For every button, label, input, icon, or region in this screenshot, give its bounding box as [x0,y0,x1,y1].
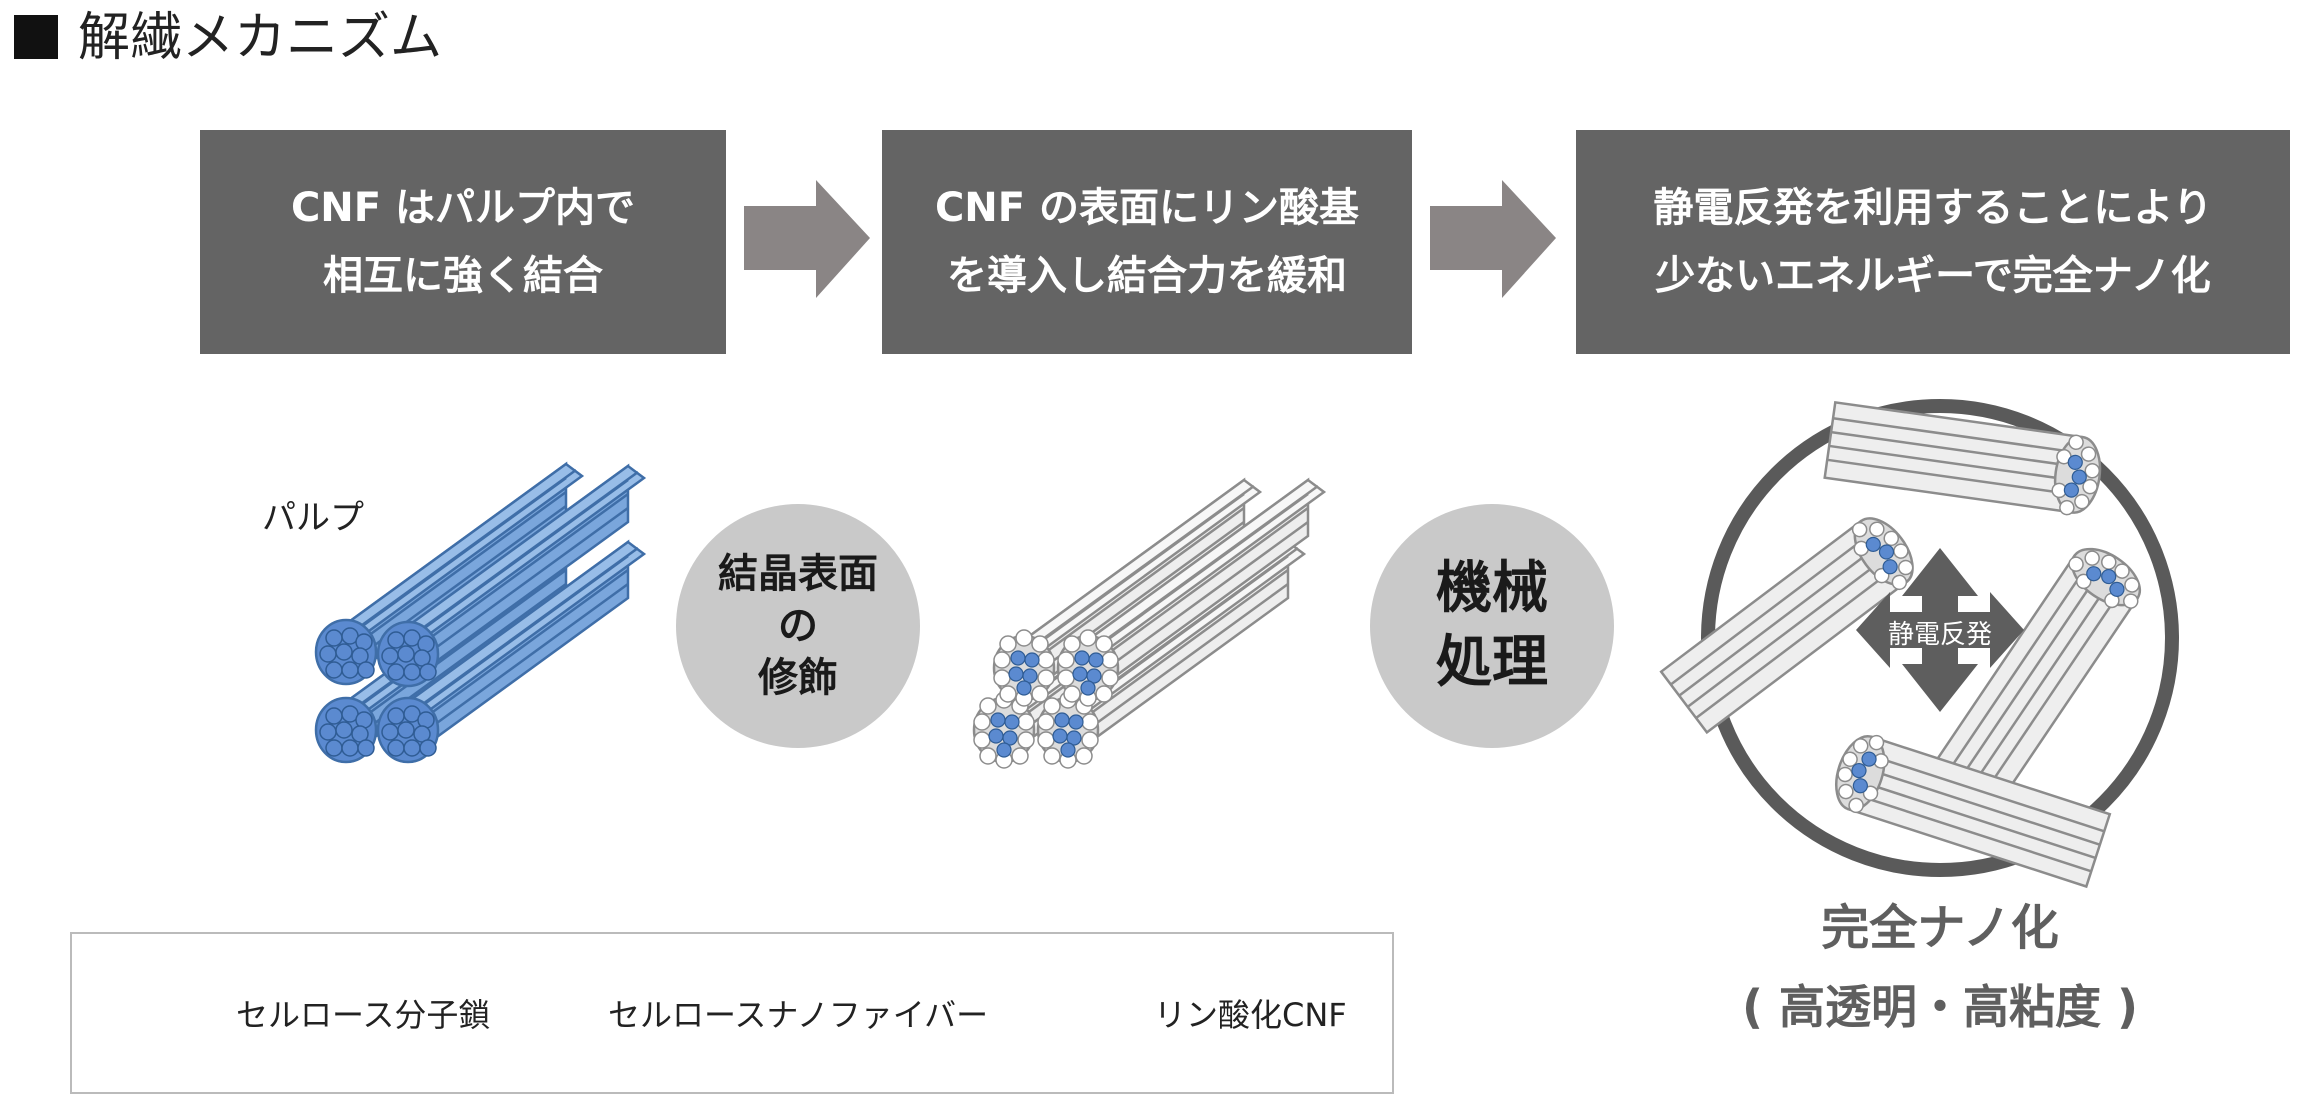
process-1-line-1: 結晶表面 [718,551,878,597]
arrow-right-icon-2 [1430,180,1556,298]
dispersed-cnf-ring [1659,399,2179,889]
legend-label-cellulose-chain: セルロース分子鎖 [236,996,491,1034]
process-2-line-1: 機械 [1436,556,1548,621]
square-bullet-icon [14,15,58,59]
step-1-line-2: 相互に強く結合 [323,253,603,299]
step-box-1: CNF はパルプ内で 相互に強く結合 [200,130,726,354]
step-3-line-2: 少ないエネルギーで完全ナノ化 [1655,253,2211,299]
four-way-arrow-icon [1856,548,2024,712]
surface-modification-circle: 結晶表面 の 修飾 [676,504,920,748]
legend-box [70,932,1394,1094]
page-title: 解繊メカニズム [14,4,442,72]
result-subtitle: ( 高透明・高粘度 ) [1741,980,2139,1034]
pulp-fiber-bundle [314,462,646,764]
step-1-line-1: CNF はパルプ内で [290,185,636,231]
result-title: 完全ナノ化 [1821,900,2059,956]
step-box-2: CNF の表面にリン酸基 を導入し結合力を緩和 [882,130,1412,354]
step-2-line-2: を導入し結合力を緩和 [947,253,1347,299]
step-box-3: 静電反発を利用することにより 少ないエネルギーで完全ナノ化 [1576,130,2290,354]
process-1-line-2: の [778,603,818,649]
process-2-line-2: 処理 [1436,630,1548,695]
mechanical-treatment-circle: 機械 処理 [1370,504,1614,748]
arrow-right-icon-1 [744,180,870,298]
pulp-label: パルプ [262,498,364,538]
phosphorylated-cnf-bundle [972,478,1326,770]
repulsion-label: 静電反発 [1887,620,1992,650]
step-2-line-1: CNF の表面にリン酸基 [934,185,1360,231]
step-3-line-1: 静電反発を利用することにより [1653,185,2213,231]
page-title-text: 解繊メカニズム [78,8,443,68]
legend-label-phosphorylated-cnf: リン酸化CNF [1154,996,1347,1034]
process-1-line-3: 修飾 [758,655,838,701]
legend-label-cnf: セルロースナノファイバー [608,996,989,1034]
